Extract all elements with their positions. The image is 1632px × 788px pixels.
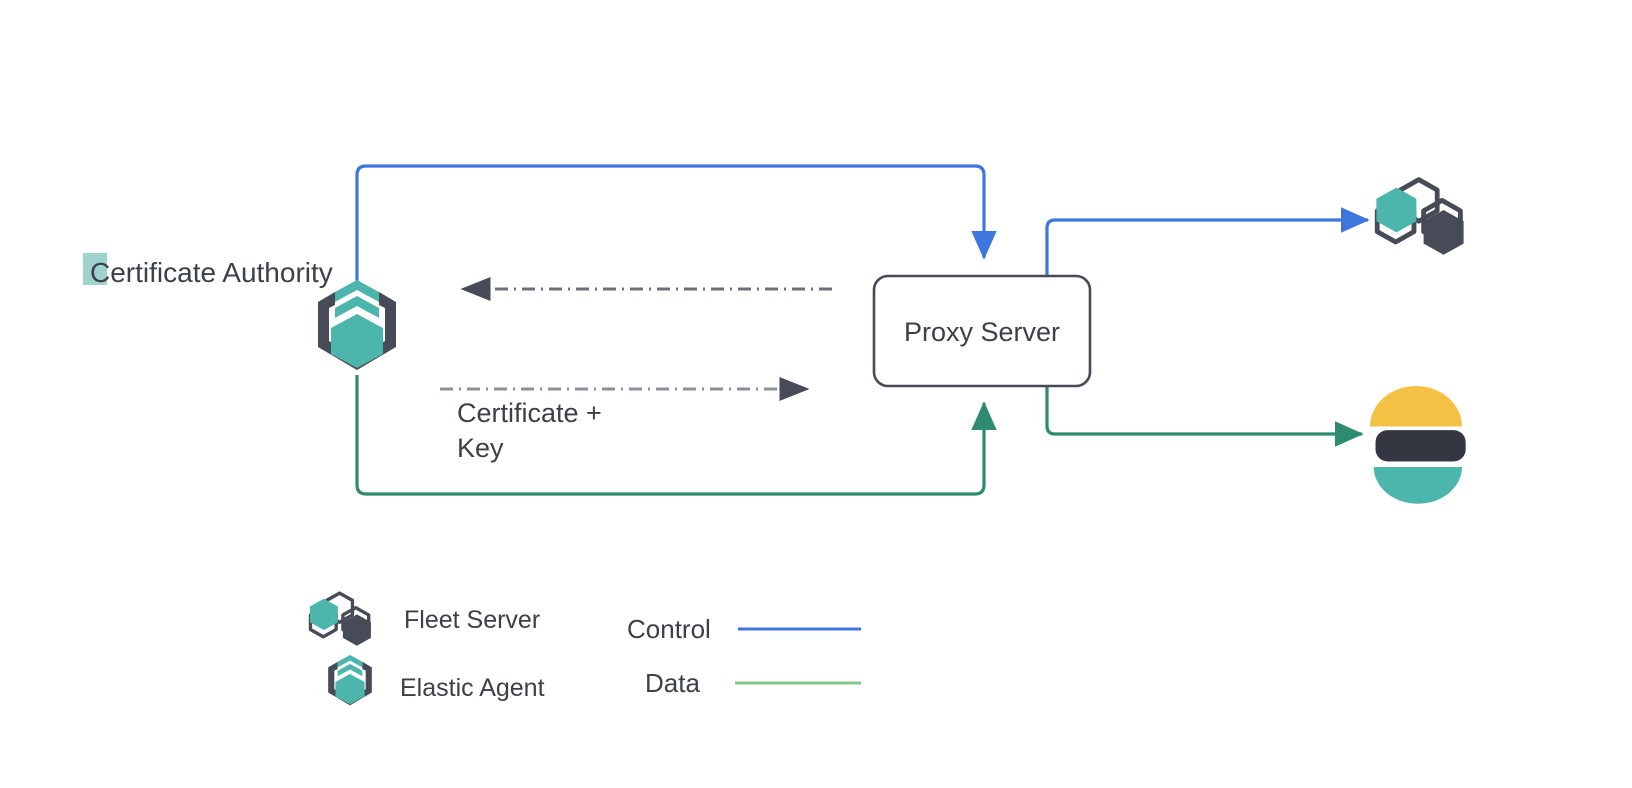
fleet-server-icon (308, 591, 373, 648)
legend: Fleet Server Elastic Agent Control Data (308, 591, 861, 706)
legend-item-control: Control (627, 614, 861, 644)
proxy-server-box[interactable] (872, 274, 1092, 388)
legend-label-control: Control (627, 614, 711, 644)
edge-label-certificate-key-line1: Certificate + (457, 398, 602, 428)
legend-item-elastic-agent: Elastic Agent (328, 655, 545, 706)
edge-control-agent-to-proxy (355, 164, 997, 290)
elastic-agent-icon (328, 655, 372, 706)
legend-label-data: Data (645, 668, 700, 698)
edge-data-proxy-to-elasticsearch (1045, 386, 1364, 447)
certificate-authority-label-highlight (83, 253, 107, 285)
legend-item-fleet-server: Fleet Server (308, 591, 540, 648)
proxy-server-label: Proxy Server (904, 317, 1060, 347)
fleet-server-icon (1376, 180, 1463, 255)
legend-label-fleet-server: Fleet Server (404, 606, 540, 634)
certificate-authority-label: Certificate Authority (90, 257, 333, 288)
edge-control-proxy-to-fleet (1045, 207, 1370, 276)
legend-item-data: Data (645, 668, 861, 698)
elasticsearch-logo (1370, 386, 1466, 504)
elastic-agent-icon (318, 280, 396, 370)
edge-label-certificate-key-line2: Key (457, 433, 504, 463)
edge-data-agent-to-proxy (355, 375, 997, 496)
legend-label-elastic-agent: Elastic Agent (400, 674, 545, 702)
